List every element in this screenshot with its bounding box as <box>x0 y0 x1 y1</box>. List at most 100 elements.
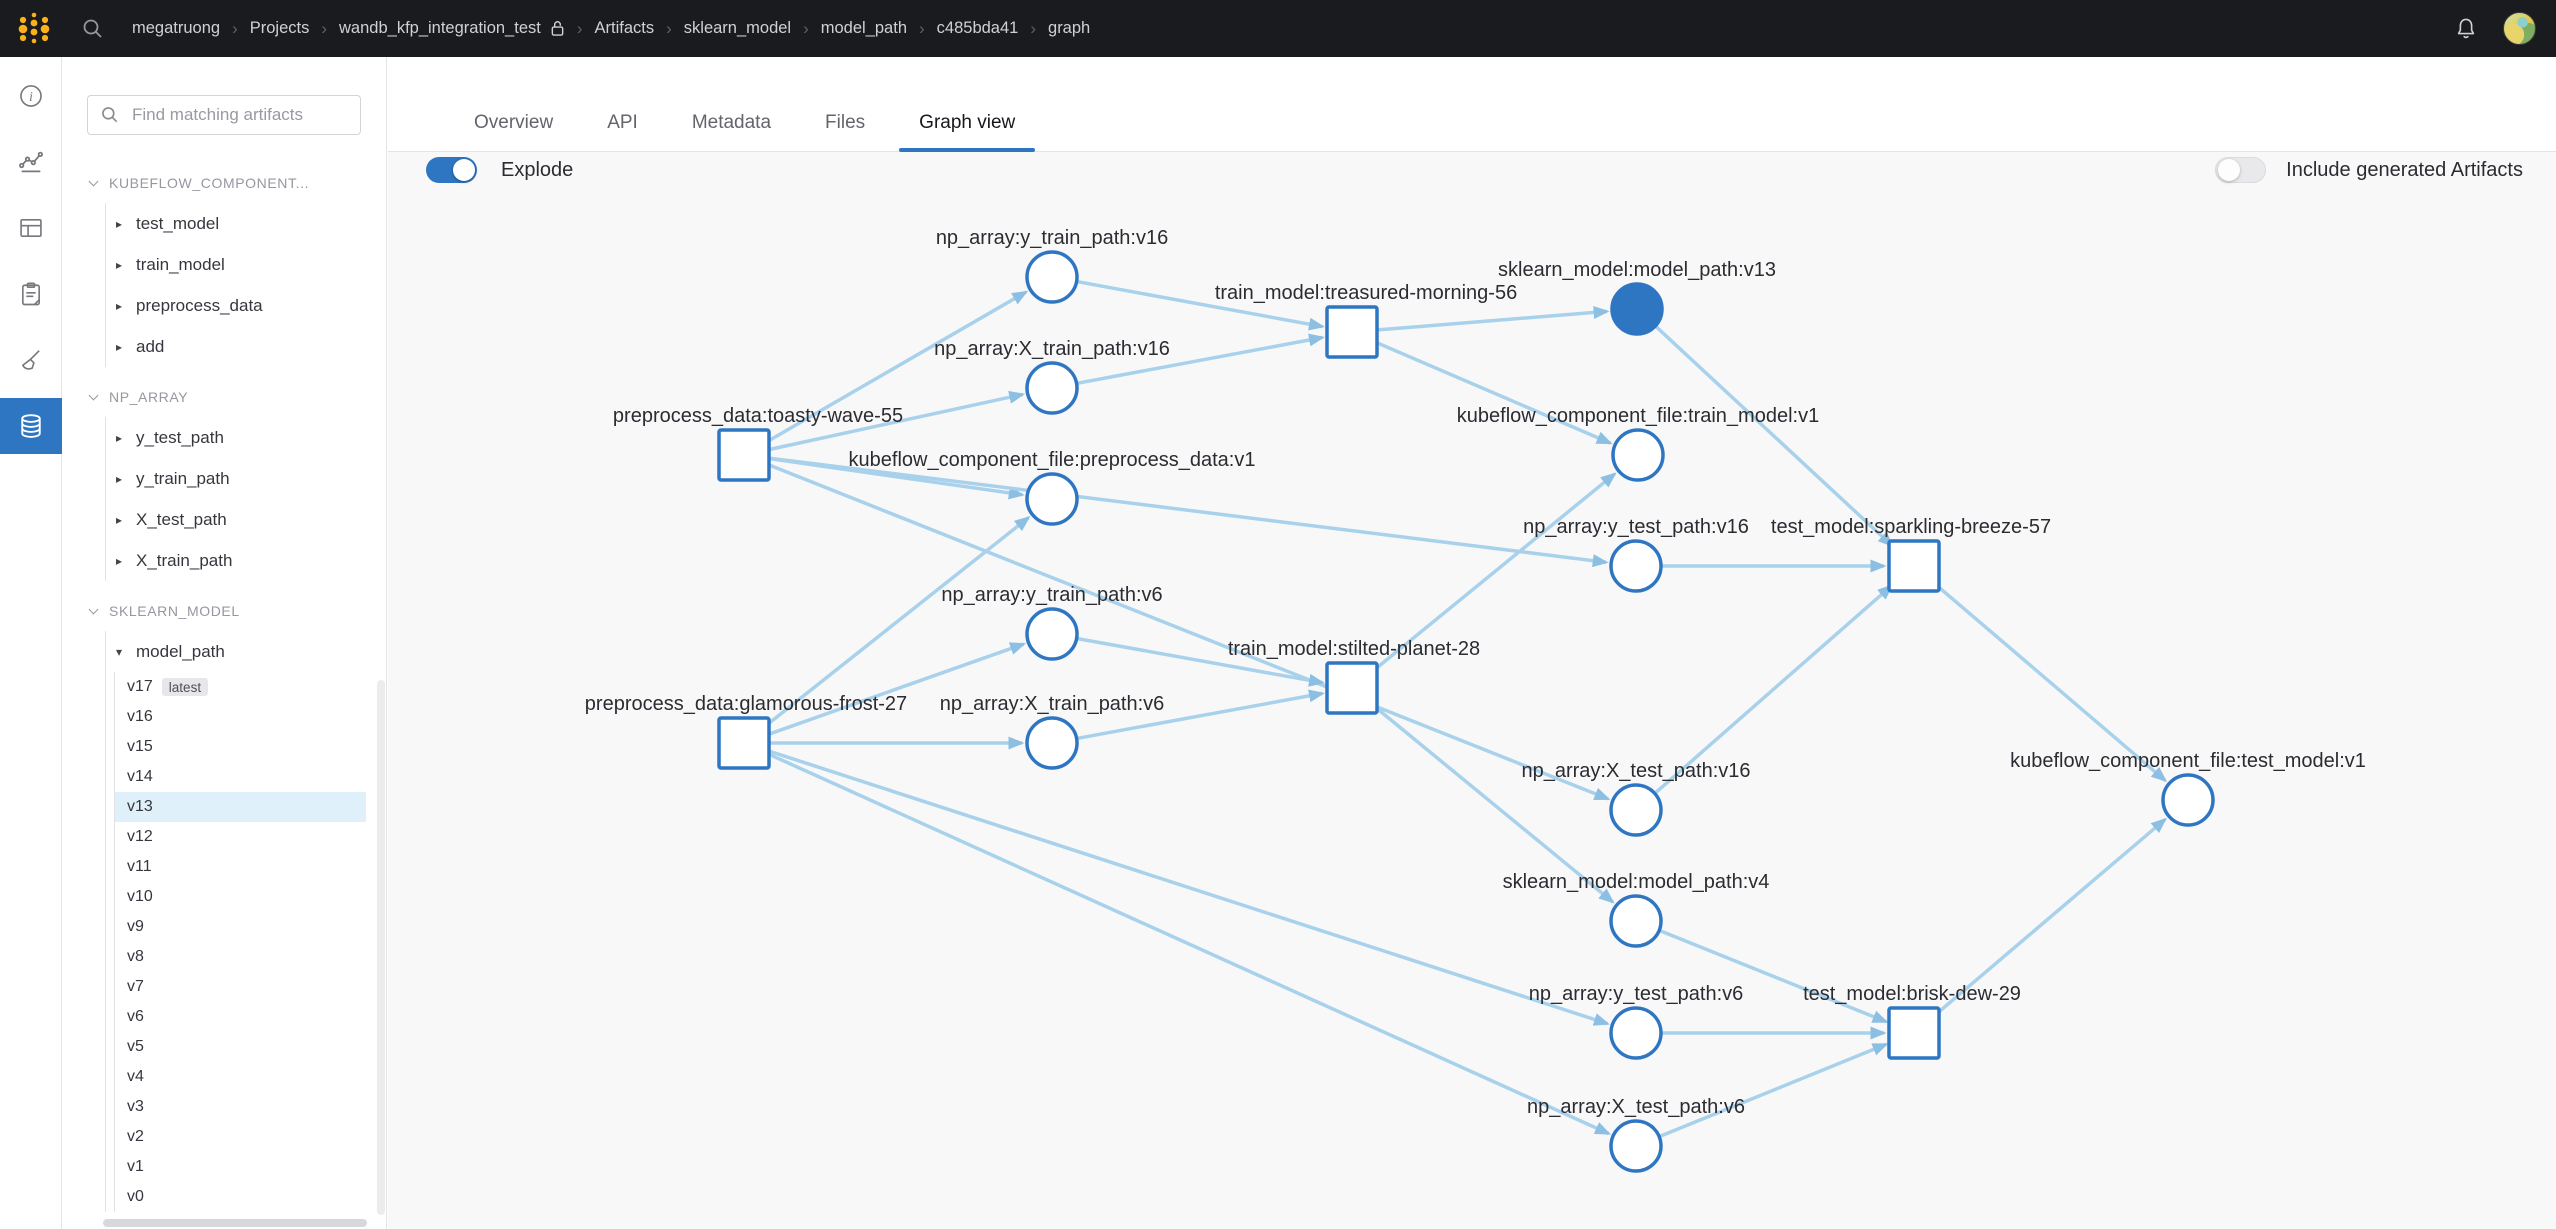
graph-node-artifact[interactable] <box>1609 783 1663 837</box>
tree-section-title: SKLEARN_MODEL <box>109 603 240 619</box>
graph-node-artifact[interactable] <box>1025 716 1079 770</box>
rail-sweeps-broom-icon[interactable] <box>0 332 62 388</box>
tree-item-y_train_path[interactable]: ▸y_train_path <box>106 458 366 499</box>
graph-edge <box>1654 325 1894 548</box>
version-row-v9[interactable]: v9 <box>115 912 366 942</box>
version-label: v5 <box>127 1038 144 1055</box>
triangle-right-icon: ▸ <box>116 471 123 486</box>
breadcrumb-item[interactable]: megatruong <box>132 19 221 37</box>
graph-node-artifact[interactable] <box>1609 1119 1663 1173</box>
breadcrumb-item[interactable]: model_path <box>820 19 907 37</box>
breadcrumb-item[interactable]: graph <box>1048 19 1091 37</box>
breadcrumb-item[interactable]: sklearn_model <box>683 19 792 37</box>
breadcrumb: megatruong › Projects › wandb_kfp_integratio… <box>132 19 1090 39</box>
breadcrumb-item[interactable]: Projects <box>249 19 310 37</box>
version-row-v10[interactable]: v10 <box>115 882 366 912</box>
version-row-v5[interactable]: v5 <box>115 1032 366 1062</box>
graph-node-artifact[interactable] <box>1609 894 1663 948</box>
version-row-v2[interactable]: v2 <box>115 1122 366 1152</box>
graph-edge <box>769 390 1026 452</box>
version-row-v13[interactable]: v13 <box>115 792 366 822</box>
breadcrumb-separator: › <box>321 18 328 38</box>
graph-node-label: kubeflow_component_file:test_model:v1 <box>2010 750 2366 772</box>
latest-badge: latest <box>161 678 209 696</box>
graph-node-run[interactable] <box>1887 539 1941 593</box>
graph-node-run[interactable] <box>1887 1006 1941 1060</box>
version-row-v3[interactable]: v3 <box>115 1092 366 1122</box>
breadcrumb-item[interactable]: wandb_kfp_integration_test <box>339 19 541 37</box>
rail-info-icon[interactable]: i <box>0 68 62 124</box>
rail-table-icon[interactable] <box>0 200 62 256</box>
tree-item-test_model[interactable]: ▸test_model <box>106 203 366 244</box>
tree-section-header[interactable]: NP_ARRAY <box>62 377 366 417</box>
graph-node-run[interactable] <box>1325 661 1379 715</box>
tab-graph-view[interactable]: Graph view <box>899 112 1036 152</box>
version-row-v11[interactable]: v11 <box>115 852 366 882</box>
graph-node-run[interactable] <box>717 716 771 770</box>
version-label: v4 <box>127 1068 144 1085</box>
tree-item-y_test_path[interactable]: ▸y_test_path <box>106 417 366 458</box>
version-row-v15[interactable]: v15 <box>115 732 366 762</box>
graph-node-label: test_model:sparkling-breeze-57 <box>1771 516 2051 538</box>
rail-logs-clipboard-icon[interactable] <box>0 266 62 322</box>
toggle-knob <box>2218 159 2241 181</box>
tab-metadata[interactable]: Metadata <box>691 112 772 133</box>
version-row-v8[interactable]: v8 <box>115 942 366 972</box>
version-row-v16[interactable]: v16 <box>115 702 366 732</box>
breadcrumb-item[interactable]: Artifacts <box>594 19 655 37</box>
graph-node-artifact[interactable] <box>1609 539 1663 593</box>
version-row-v4[interactable]: v4 <box>115 1062 366 1092</box>
avatar[interactable] <box>2503 12 2536 45</box>
tree-section-header[interactable]: SKLEARN_MODEL <box>62 591 366 631</box>
tab-files[interactable]: Files <box>825 112 866 133</box>
tree-item-model_path[interactable]: ▾model_path <box>106 631 366 672</box>
version-row-v0[interactable]: v0 <box>115 1182 366 1212</box>
graph-edge <box>1077 333 1325 385</box>
breadcrumb-separator: › <box>803 18 809 38</box>
tree-item-train_model[interactable]: ▸train_model <box>106 244 366 285</box>
explode-toggle[interactable] <box>426 157 477 183</box>
version-row-v14[interactable]: v14 <box>115 762 366 792</box>
graph-node-artifact[interactable] <box>1025 361 1079 415</box>
wandb-logo-icon[interactable] <box>17 8 51 50</box>
version-label: v10 <box>127 888 153 905</box>
rail-artifacts-database-icon[interactable] <box>0 398 62 454</box>
graph-edge <box>763 516 1031 729</box>
graph-node-run[interactable] <box>1325 305 1379 359</box>
graph-node-artifact[interactable] <box>1610 282 1664 336</box>
sidebar-horizontal-scrollbar[interactable] <box>103 1219 367 1227</box>
graph-node-artifact[interactable] <box>2161 773 2215 827</box>
artifact-search-box <box>87 95 361 135</box>
navbar-right <box>2453 12 2536 45</box>
rail-workspace-chart-icon[interactable] <box>0 134 62 190</box>
version-row-v7[interactable]: v7 <box>115 972 366 1002</box>
tree-item-preprocess_data[interactable]: ▸preprocess_data <box>106 285 366 326</box>
graph-node-artifact[interactable] <box>1609 1006 1663 1060</box>
include-generated-toggle[interactable] <box>2215 157 2267 183</box>
sidebar-vertical-scrollbar[interactable] <box>377 680 385 1215</box>
tree-section-header[interactable]: KUBEFLOW_COMPONENT... <box>62 163 366 203</box>
graph-node-run[interactable] <box>717 428 771 482</box>
graph-node-artifact[interactable] <box>1025 472 1079 526</box>
version-row-v12[interactable]: v12 <box>115 822 366 852</box>
tree-item-X_test_path[interactable]: ▸X_test_path <box>106 499 366 540</box>
version-row-v1[interactable]: v1 <box>115 1152 366 1182</box>
chevron-down-icon <box>88 390 99 400</box>
tree-item-add[interactable]: ▸add <box>106 326 366 367</box>
graph-node-artifact[interactable] <box>1025 607 1079 661</box>
tree-item-X_train_path[interactable]: ▸X_train_path <box>106 540 366 581</box>
version-row-v6[interactable]: v6 <box>115 1002 366 1032</box>
tab-api[interactable]: API <box>607 112 638 133</box>
breadcrumb-separator: › <box>666 18 672 38</box>
graph-edge <box>1077 689 1325 741</box>
graph-node-artifact[interactable] <box>1611 428 1665 482</box>
lineage-graph[interactable]: np_array:y_train_path:v16train_model:tre… <box>388 174 2556 1229</box>
version-label: v11 <box>127 858 152 875</box>
tab-overview[interactable]: Overview <box>474 112 554 133</box>
artifact-search-input[interactable] <box>130 104 330 126</box>
search-icon[interactable] <box>81 17 105 41</box>
breadcrumb-item[interactable]: c485bda41 <box>936 19 1019 37</box>
graph-node-artifact[interactable] <box>1025 250 1079 304</box>
notifications-bell-icon[interactable] <box>2453 16 2479 42</box>
